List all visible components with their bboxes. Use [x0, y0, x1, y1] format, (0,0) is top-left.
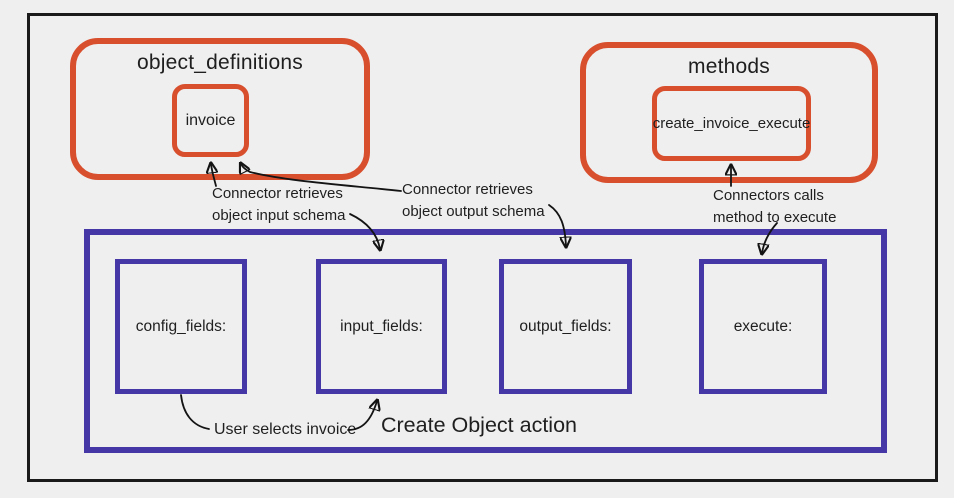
create-object-action-label: Create Object action — [381, 413, 577, 437]
annotation-line: method to execute — [713, 209, 837, 226]
annotation-retrieve-output-schema: Connector retrieves object output schema — [402, 179, 545, 223]
execute-label: execute: — [733, 317, 793, 335]
field-box-output-fields: output_fields: — [499, 259, 632, 394]
annotation-call-method: Connectors calls method to execute — [713, 185, 836, 229]
field-box-input-fields: input_fields: — [316, 259, 447, 394]
field-box-execute: execute: — [699, 259, 827, 394]
field-box-config-fields: config_fields: — [115, 259, 247, 394]
invoice-box: invoice — [172, 84, 249, 157]
annotation-retrieve-input-schema: Connector retrieves object input schema — [212, 183, 345, 227]
object-definitions-group: object_definitions — [70, 38, 370, 180]
annotation-line: Connector retrieves — [212, 185, 343, 202]
outer-frame — [27, 13, 938, 482]
annotation-line: object output schema — [402, 203, 545, 220]
annotation-line: Connector retrieves — [402, 181, 533, 198]
methods-group: methods — [580, 42, 878, 183]
create-invoice-execute-box: create_invoice_execute — [652, 86, 811, 161]
methods-title: methods — [688, 55, 770, 78]
create-invoice-execute-label: create_invoice_execute — [652, 115, 811, 132]
invoice-label: invoice — [185, 111, 236, 129]
output-fields-label: output_fields: — [519, 317, 612, 335]
annotation-line: object input schema — [212, 207, 346, 224]
input-fields-label: input_fields: — [340, 317, 423, 335]
config-fields-label: config_fields: — [135, 317, 227, 335]
annotation-user-selects-invoice: User selects invoice — [214, 419, 356, 441]
create-object-action-container — [84, 229, 887, 453]
annotation-line: User selects invoice — [214, 421, 357, 438]
object-definitions-title: object_definitions — [137, 51, 303, 74]
annotation-line: Connectors calls — [713, 187, 824, 204]
